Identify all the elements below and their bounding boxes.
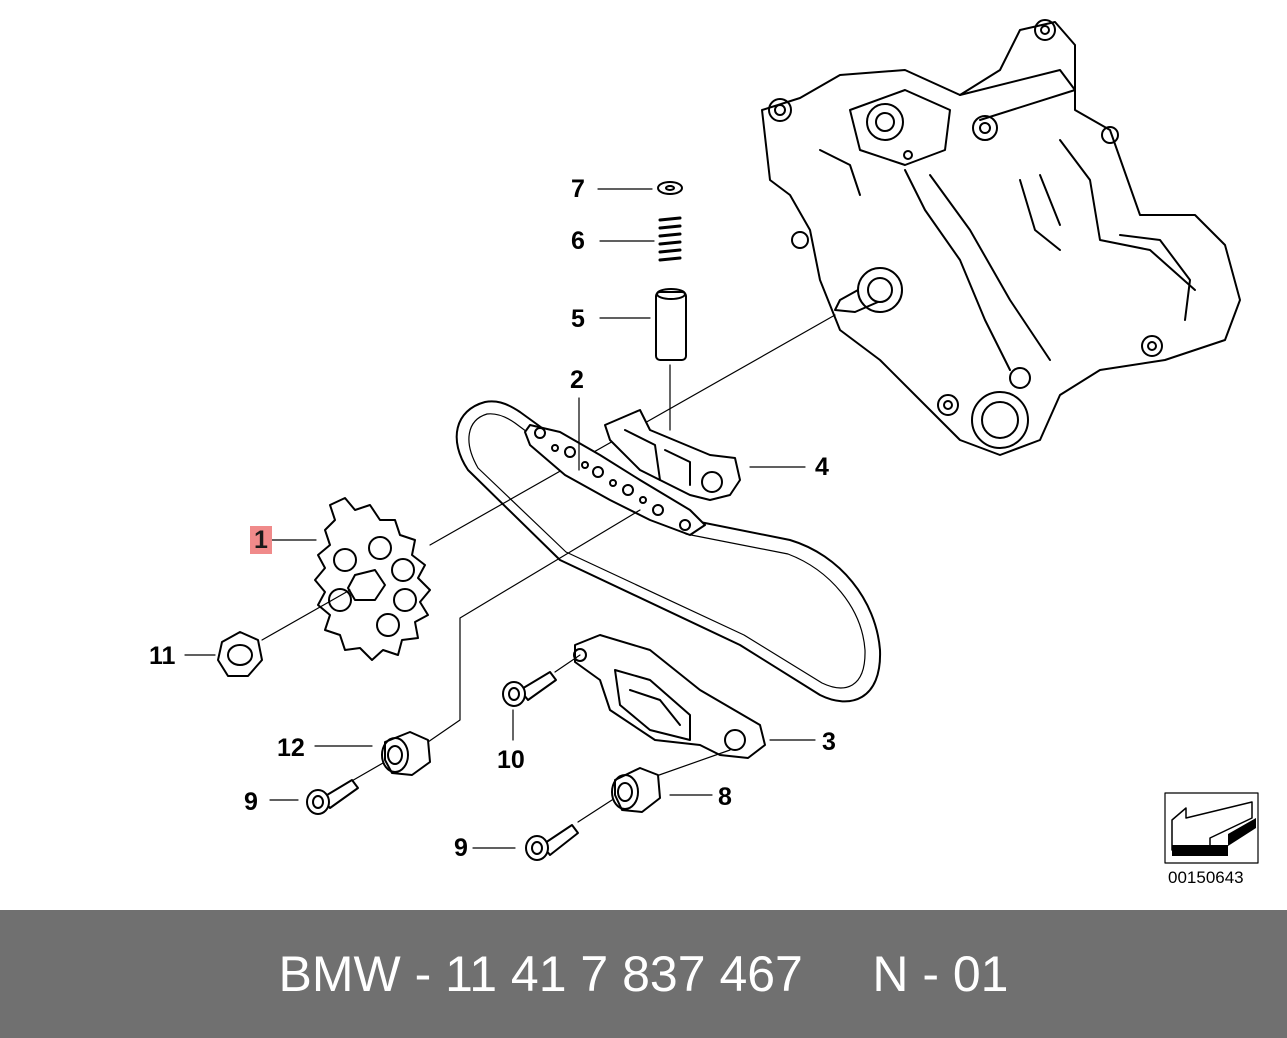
bolt-10: [502, 671, 557, 707]
callout-1-highlighted: 1: [250, 526, 272, 554]
callout-5: 5: [571, 305, 585, 333]
parts-diagram: [184, 19, 1259, 864]
oil-pump-sprocket: [314, 497, 431, 661]
callout-10: 10: [497, 746, 525, 774]
callout-4: 4: [815, 453, 829, 481]
callout-7: 7: [571, 175, 585, 203]
guide-rail: [573, 634, 766, 759]
tensioner-plunger: [655, 181, 687, 431]
callout-2: 2: [570, 366, 584, 394]
callout-11: 11: [149, 642, 176, 670]
callout-leaders: [184, 188, 816, 849]
callout-9-left: 9: [244, 788, 258, 816]
footer-bar: BMW - 11 41 7 837 467 N - 01: [0, 910, 1287, 1038]
callout-9-bottom: 9: [454, 834, 468, 862]
bushing-12: [349, 731, 431, 783]
view-direction-icon: [1164, 792, 1259, 864]
timing-chain-loop: [455, 400, 882, 703]
bushing-8: [577, 767, 661, 823]
part-number-caption: BMW - 11 41 7 837 467 N - 01: [278, 946, 1009, 1002]
sprocket-nut: [217, 589, 351, 677]
callout-12: 12: [277, 734, 305, 762]
oil-pump-housing: [761, 19, 1241, 456]
callout-6: 6: [571, 227, 585, 255]
callout-3: 3: [822, 728, 836, 756]
chain-segment: [524, 424, 706, 536]
bolt-9-bottom: [525, 824, 579, 861]
callout-8: 8: [718, 783, 732, 811]
diagram-reference-number: 00150643: [1168, 868, 1244, 887]
bolt-9-left: [306, 779, 359, 815]
tensioner-rail: [604, 409, 741, 501]
